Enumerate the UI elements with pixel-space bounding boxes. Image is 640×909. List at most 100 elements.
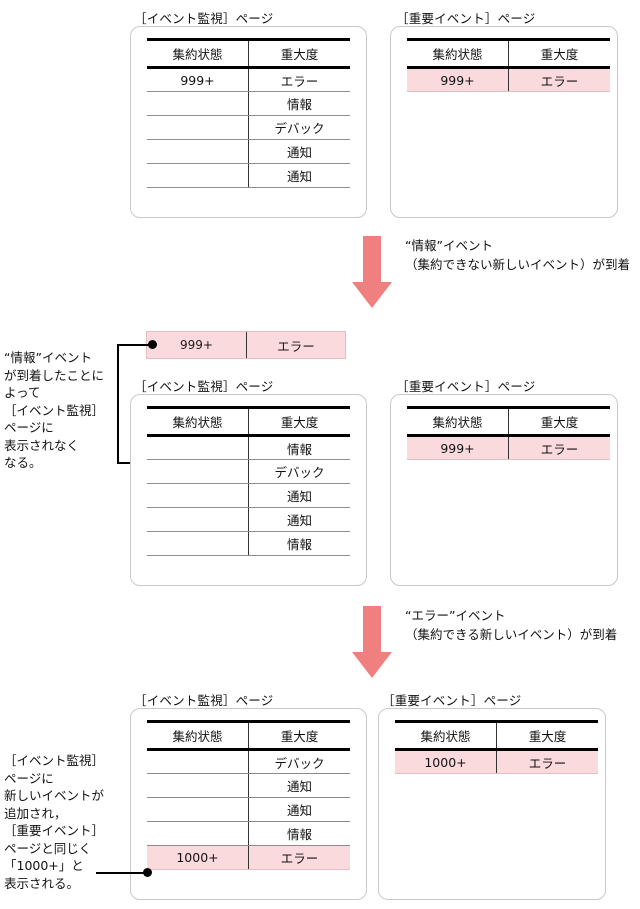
event-monitor-table: 集約状態 重大度 999+ エラー 情報 デバック 通知 [147, 38, 350, 188]
step-3-right-panel: 集約状態 重大度 1000+ エラー [378, 708, 606, 900]
important-event-table: 集約状態 重大度 999+ エラー [407, 406, 610, 460]
table-row-highlighted[interactable]: 999+ エラー [407, 435, 610, 460]
table-header-row: 集約状態 重大度 [147, 406, 350, 437]
step-1-left-panel-title: ［イベント監視］ページ [134, 11, 274, 26]
cell-count [147, 163, 249, 188]
column-header-count: 集約状態 [147, 720, 249, 751]
table-row[interactable]: 情報 [147, 91, 350, 116]
event-monitor-table: 集約状態 重大度 情報 デバック 通知 通知 情報 [147, 406, 350, 556]
cell-severity: 通知 [248, 797, 350, 822]
step-2-left-panel: 集約状態 重大度 情報 デバック 通知 通知 情報 [130, 394, 367, 586]
cell-severity: 通知 [248, 507, 350, 532]
column-header-count: 集約状態 [147, 406, 249, 437]
transition-2-caption: “エラー”イベント （集約できる新しいイベント）が到着 [405, 608, 618, 642]
column-header-count: 集約状態 [407, 38, 509, 69]
cell-severity: 通知 [248, 163, 350, 188]
table-row[interactable]: 999+ エラー [147, 67, 350, 92]
step-3-left-panel: 集約状態 重大度 デバック 通知 通知 情報 1000+ [130, 708, 367, 900]
table-header-row: 集約状態 重大度 [147, 38, 350, 69]
column-header-severity: 重大度 [248, 406, 350, 437]
table-header-row: 集約状態 重大度 [407, 406, 610, 437]
step-3-note: ［イベント監視］ ページに 新しいイベントが 追加され， ［重要イベント］ ペー… [4, 753, 105, 891]
column-header-count: 集約状態 [147, 38, 249, 69]
cell-severity: 通知 [248, 773, 350, 798]
table-header-row: 集約状態 重大度 [407, 38, 610, 69]
cell-severity: 情報 [248, 91, 350, 116]
cell-severity: デバック [248, 115, 350, 140]
cell-count [147, 91, 249, 116]
cell-count: 1000+ [395, 749, 497, 774]
column-header-count: 集約状態 [395, 720, 497, 751]
cell-severity: 情報 [248, 435, 350, 460]
cell-severity: エラー [248, 845, 350, 870]
cell-severity: エラー [508, 67, 610, 92]
table-row[interactable]: 通知 [147, 797, 350, 822]
callout-bullet-icon [148, 340, 157, 349]
cell-severity: 通知 [248, 139, 350, 164]
table-row-highlighted[interactable]: 1000+ エラー [395, 749, 598, 774]
table-row[interactable]: 通知 [147, 483, 350, 508]
table-row[interactable]: 情報 [147, 821, 350, 846]
cell-count [147, 821, 249, 846]
important-event-table: 集約状態 重大度 999+ エラー [407, 38, 610, 92]
table-row[interactable]: 通知 [147, 163, 350, 188]
table-row[interactable]: 通知 [147, 773, 350, 798]
column-header-severity: 重大度 [248, 38, 350, 69]
cell-count [147, 531, 249, 556]
cell-severity: エラー [496, 749, 598, 774]
table-row[interactable]: デバック [147, 115, 350, 140]
callout-cell-count: 999+ [180, 338, 213, 352]
cell-count [147, 483, 249, 508]
cell-severity: エラー [508, 435, 610, 460]
cell-severity: 情報 [248, 531, 350, 556]
step-2-note: “情報”イベント が到着したことに よって ［イベント監視］ ページに 表示され… [4, 350, 105, 470]
leader-line-horizontal [96, 872, 146, 874]
cell-count [147, 115, 249, 140]
cell-severity: デバック [248, 459, 350, 484]
column-header-severity: 重大度 [496, 720, 598, 751]
callout-cell-severity: エラー [246, 332, 345, 358]
cell-count: 1000+ [147, 845, 249, 870]
event-monitor-table: 集約状態 重大度 デバック 通知 通知 情報 1000+ [147, 720, 350, 870]
table-row[interactable]: 情報 [147, 531, 350, 556]
table-row[interactable]: 通知 [147, 507, 350, 532]
column-header-severity: 重大度 [248, 720, 350, 751]
table-header-row: 集約状態 重大度 [395, 720, 598, 751]
cell-count: 999+ [147, 67, 249, 92]
step-2-left-panel-title: ［イベント監視］ページ [134, 379, 274, 394]
cell-severity: 情報 [248, 821, 350, 846]
step-1-left-panel: 集約状態 重大度 999+ エラー 情報 デバック 通知 [130, 26, 367, 218]
cell-count [147, 435, 249, 460]
cell-severity: 通知 [248, 483, 350, 508]
cell-count [147, 797, 249, 822]
callout-bullet-icon [143, 868, 152, 877]
cell-count [147, 459, 249, 484]
cell-count [147, 749, 249, 774]
transition-1-caption: “情報”イベント （集約できない新しいイベント）が到着 [405, 238, 631, 272]
cell-severity: デバック [248, 749, 350, 774]
table-row[interactable]: 情報 [147, 435, 350, 460]
step-2-right-panel: 集約状態 重大度 999+ エラー [390, 394, 618, 586]
table-row[interactable]: 通知 [147, 139, 350, 164]
transition-arrow-down-icon [352, 606, 392, 682]
table-row[interactable]: デバック [147, 459, 350, 484]
removed-event-callout-row: 999+ エラー [146, 331, 346, 359]
step-2-right-panel-title: ［重要イベント］ページ [396, 379, 536, 394]
table-row[interactable]: デバック [147, 749, 350, 774]
table-row-highlighted[interactable]: 1000+ エラー [147, 845, 350, 870]
column-header-severity: 重大度 [508, 38, 610, 69]
step-1-right-panel-title: ［重要イベント］ページ [396, 11, 536, 26]
transition-arrow-down-icon [352, 236, 392, 312]
leader-line-horizontal-top [117, 344, 151, 346]
cell-count: 999+ [407, 67, 509, 92]
cell-count [147, 773, 249, 798]
table-row-highlighted[interactable]: 999+ エラー [407, 67, 610, 92]
column-header-count: 集約状態 [407, 406, 509, 437]
cell-count [147, 507, 249, 532]
step-3-left-panel-title: ［イベント監視］ページ [134, 693, 274, 708]
column-header-severity: 重大度 [508, 406, 610, 437]
step-3-right-panel-title: ［重要イベント］ページ [382, 693, 522, 708]
cell-count: 999+ [407, 435, 509, 460]
step-1-right-panel: 集約状態 重大度 999+ エラー [390, 26, 618, 218]
leader-line-vertical [117, 344, 119, 464]
